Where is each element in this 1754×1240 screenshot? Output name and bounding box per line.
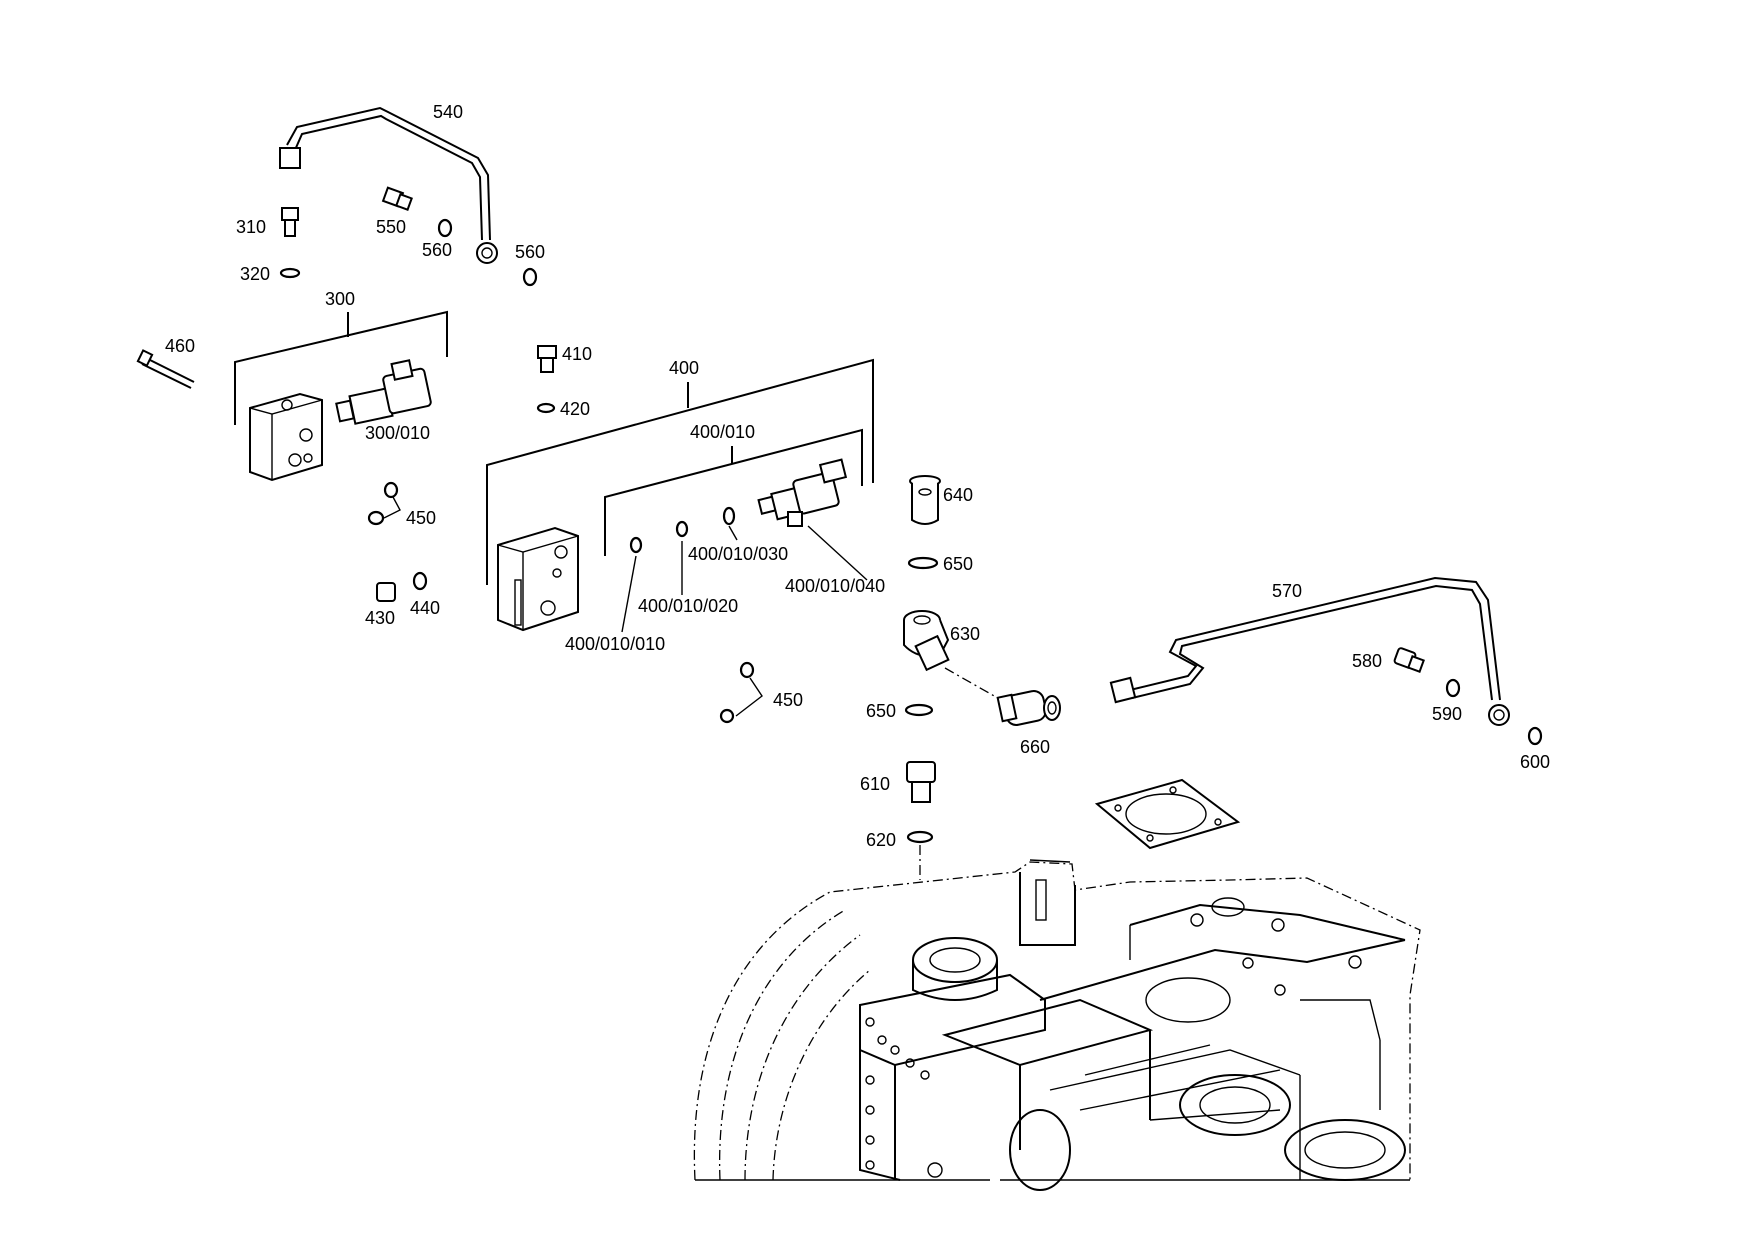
solenoid-300-010: [335, 359, 432, 425]
plug-430: [376, 582, 396, 602]
valve-block-400: [497, 526, 579, 632]
seal-400-010-030: [722, 506, 736, 526]
callout-460: 460: [165, 336, 195, 356]
callout-620: 620: [866, 830, 896, 850]
callout-450: 450: [406, 508, 436, 528]
callout-570: 570: [1272, 581, 1302, 601]
callout-320: 320: [240, 264, 270, 284]
callout-410: 410: [562, 344, 592, 364]
callout-450: 450: [773, 690, 803, 710]
seal-560b: [522, 267, 538, 287]
seal-420: [536, 402, 556, 414]
callout-300-010: 300/010: [365, 423, 430, 443]
bracket-300: [234, 310, 448, 425]
callout-610: 610: [860, 774, 890, 794]
callout-580: 580: [1352, 651, 1382, 671]
seals-450-lower: [719, 661, 763, 724]
callout-440: 440: [410, 598, 440, 618]
callout-430: 430: [365, 608, 395, 628]
seal-440: [412, 571, 428, 591]
callout-550: 550: [376, 217, 406, 237]
callout-400-010: 400/010: [690, 422, 755, 442]
solenoid-400-010-040: [757, 458, 848, 527]
callout-540: 540: [433, 102, 463, 122]
callout-400-010-030: 400/010/030: [688, 544, 788, 564]
plug-550: [381, 186, 413, 211]
seal-650b: [904, 703, 934, 717]
seal-400-010-020: [675, 520, 689, 538]
fitting-310: [281, 207, 299, 237]
callout-400: 400: [669, 358, 699, 378]
callout-300: 300: [325, 289, 355, 309]
seal-320: [279, 267, 301, 279]
callout-400-010-020: 400/010/020: [638, 596, 738, 616]
callout-420: 420: [560, 399, 590, 419]
leader-lines: [621, 525, 868, 633]
elbow-630: [903, 610, 950, 672]
callout-labels: 540 310 550 560 560 320 300 460 410 420 …: [165, 102, 1550, 850]
pipe-570: [1109, 576, 1510, 726]
fitting-410: [537, 345, 557, 373]
plug-580: [1393, 647, 1425, 673]
seals-450-upper: [367, 481, 401, 526]
seal-600: [1527, 726, 1543, 746]
seal-620: [906, 830, 934, 844]
seal-400-010-010: [629, 536, 643, 554]
fitting-660: [996, 690, 1061, 726]
seal-650a: [907, 556, 939, 570]
callout-600: 600: [1520, 752, 1550, 772]
callout-310: 310: [236, 217, 266, 237]
seal-560a: [437, 218, 453, 238]
valve-block-300: [249, 392, 323, 482]
callout-560: 560: [422, 240, 452, 260]
callout-650: 650: [866, 701, 896, 721]
gasket: [1094, 778, 1241, 850]
callout-400-010-010: 400/010/010: [565, 634, 665, 654]
callout-590: 590: [1432, 704, 1462, 724]
seal-590: [1445, 678, 1461, 698]
callout-660: 660: [1020, 737, 1050, 757]
bracket-400: [486, 358, 874, 585]
pipe-540: [279, 106, 498, 264]
callout-630: 630: [950, 624, 980, 644]
bolt-460: [136, 349, 195, 389]
callout-650: 650: [943, 554, 973, 574]
callout-640: 640: [943, 485, 973, 505]
bracket-400-010: [604, 428, 863, 556]
transmission-housing: [693, 859, 1421, 1191]
plug-610: [906, 761, 936, 803]
callout-560: 560: [515, 242, 545, 262]
callout-400-010-040: 400/010/040: [785, 576, 885, 596]
fitting-640: [909, 475, 941, 525]
